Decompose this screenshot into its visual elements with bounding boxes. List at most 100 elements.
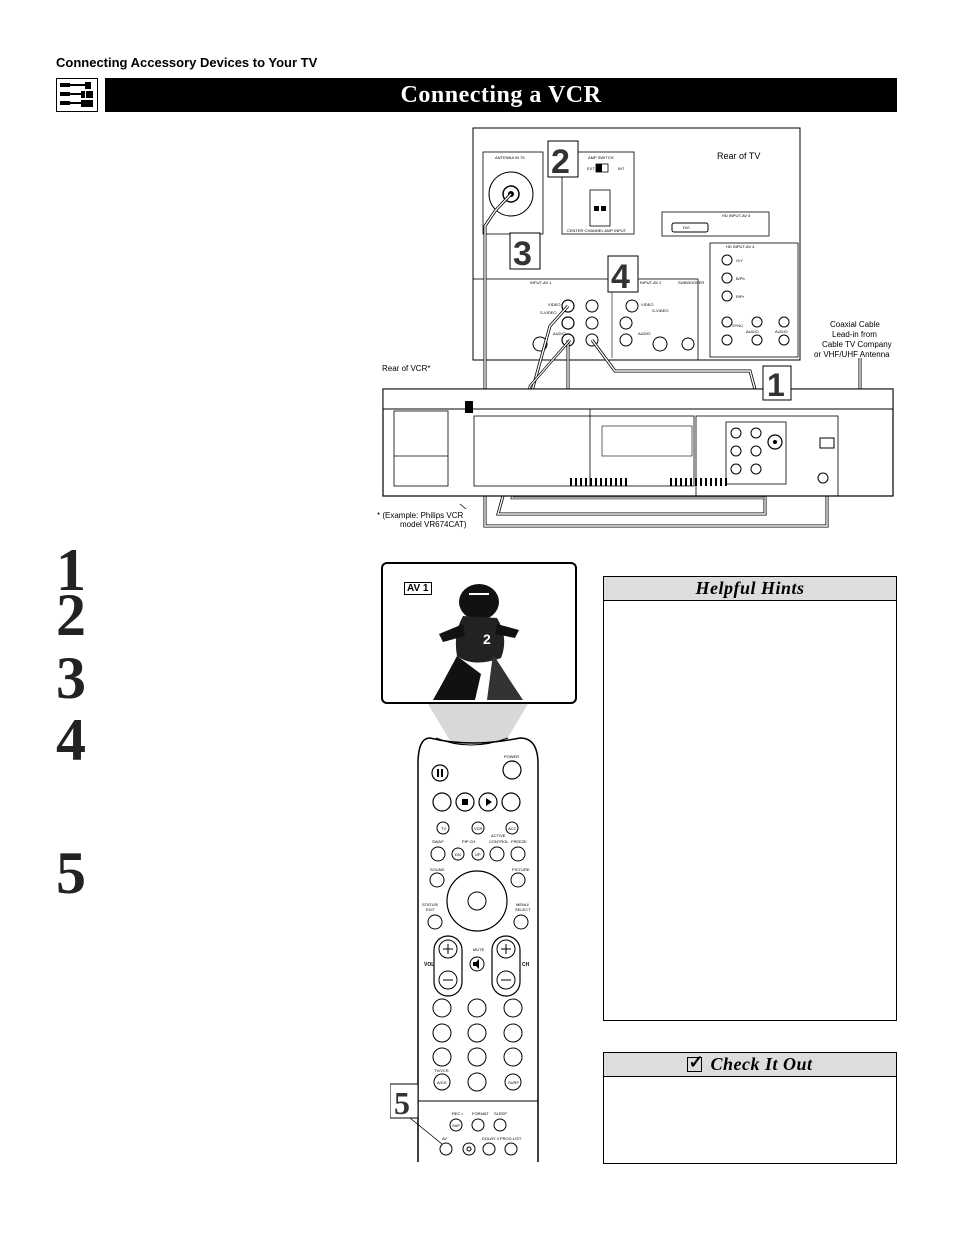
ir-beam-graphic bbox=[428, 704, 528, 744]
tv-screen-illustration: AV 1 2 bbox=[381, 562, 577, 704]
svg-text:A/CH: A/CH bbox=[437, 1080, 447, 1085]
svg-text:CH: CH bbox=[522, 962, 530, 968]
pip-ch-up-button[interactable] bbox=[471, 847, 485, 861]
svg-text:PIP CH: PIP CH bbox=[462, 839, 475, 844]
svg-text:SUBWOOFER: SUBWOOFER bbox=[678, 280, 704, 285]
svg-text:VOL: VOL bbox=[424, 962, 434, 968]
svg-text:POWER: POWER bbox=[504, 754, 519, 759]
acc-button[interactable] bbox=[505, 821, 519, 835]
svg-text:DOLBY V: DOLBY V bbox=[482, 1136, 500, 1141]
svg-text:HD INPUT-AV 5: HD INPUT-AV 5 bbox=[722, 213, 751, 218]
rear-tv-label: Rear of TV bbox=[717, 151, 760, 161]
svg-text:* (Example: Philips VCR: * (Example: Philips VCR bbox=[377, 511, 463, 520]
vcr-button[interactable] bbox=[471, 821, 485, 835]
step-number-1: 1 bbox=[56, 537, 86, 603]
callout-5: 5 bbox=[390, 1083, 419, 1121]
callout-2: 2 bbox=[547, 140, 579, 181]
svg-text:ACC: ACC bbox=[508, 826, 517, 831]
svg-text:SWAP: SWAP bbox=[432, 839, 444, 844]
svg-text:R/Pr: R/Pr bbox=[736, 294, 745, 299]
svg-text:AUDIO: AUDIO bbox=[638, 331, 651, 336]
svg-text:Cable TV Company: Cable TV Company bbox=[822, 340, 892, 349]
svg-text:B/Pb: B/Pb bbox=[736, 276, 745, 281]
sound-button[interactable] bbox=[429, 872, 445, 888]
svg-text:2: 2 bbox=[551, 143, 570, 181]
svg-text:MENU/: MENU/ bbox=[516, 902, 530, 907]
svg-text:SURF: SURF bbox=[508, 1080, 519, 1085]
svg-text:DVI: DVI bbox=[683, 225, 690, 230]
tv-button[interactable] bbox=[436, 821, 450, 835]
swap-button[interactable] bbox=[430, 846, 446, 862]
picture-button[interactable] bbox=[510, 872, 526, 888]
svg-text:EXIT: EXIT bbox=[426, 907, 435, 912]
svg-text:Rear of VCR*: Rear of VCR* bbox=[382, 364, 430, 373]
svg-text:4: 4 bbox=[611, 258, 630, 296]
av-button[interactable] bbox=[439, 1142, 453, 1156]
sleep-button[interactable] bbox=[493, 1118, 507, 1132]
svg-text:Lead-in from: Lead-in from bbox=[832, 330, 877, 339]
power-button[interactable] bbox=[502, 760, 522, 780]
svg-text:2: 2 bbox=[483, 631, 491, 647]
svg-text:AUDIO: AUDIO bbox=[746, 329, 759, 334]
remote-control: POWER TV VCR ACC SWAP PIP CH ACTIVE CONT… bbox=[390, 737, 539, 1162]
svg-text:INT: INT bbox=[618, 166, 625, 171]
check-it-out-title: Check It Out bbox=[710, 1054, 813, 1074]
pip-ch-down-button[interactable] bbox=[451, 847, 465, 861]
active-control-button[interactable] bbox=[489, 846, 505, 862]
svg-text:SLEEP: SLEEP bbox=[494, 1111, 507, 1116]
check-it-out-box: Check It Out bbox=[603, 1052, 897, 1164]
svg-text:ANTENNA IN 75: ANTENNA IN 75 bbox=[495, 155, 525, 160]
rec-sap-button[interactable] bbox=[449, 1118, 463, 1132]
svg-text:or VHF/UHF Antenna: or VHF/UHF Antenna bbox=[814, 350, 890, 359]
svg-text:STATUS/: STATUS/ bbox=[422, 902, 439, 907]
svg-text:ACTIVE: ACTIVE bbox=[491, 833, 506, 838]
svg-text:AUDIO: AUDIO bbox=[775, 329, 788, 334]
svg-text:REC •: REC • bbox=[452, 1111, 464, 1116]
svg-text:model VR674CAT): model VR674CAT) bbox=[400, 520, 467, 529]
callout-1: 1 bbox=[762, 365, 792, 403]
svg-text:VCR: VCR bbox=[474, 826, 483, 831]
svg-text:SOUND: SOUND bbox=[430, 867, 445, 872]
format-button[interactable] bbox=[471, 1118, 485, 1132]
svg-text:FORMAT: FORMAT bbox=[472, 1111, 489, 1116]
svg-text:1: 1 bbox=[767, 367, 785, 403]
svg-text:UP: UP bbox=[475, 852, 481, 857]
svg-text:EXT: EXT bbox=[587, 166, 595, 171]
step-number-5: 5 bbox=[56, 840, 86, 906]
svg-text:TV: TV bbox=[441, 826, 446, 831]
checkbox-icon bbox=[687, 1052, 704, 1073]
svg-text:G/Y: G/Y bbox=[736, 258, 743, 263]
pause-button[interactable] bbox=[431, 764, 449, 782]
svg-text:VIDEO: VIDEO bbox=[548, 302, 560, 307]
ok-button[interactable] bbox=[467, 891, 487, 911]
freeze-button[interactable] bbox=[510, 846, 526, 862]
svg-text:DN: DN bbox=[455, 852, 461, 857]
check-it-out-header: Check It Out bbox=[604, 1052, 896, 1077]
menu-select-button[interactable] bbox=[513, 914, 529, 930]
svg-text:CONTROL: CONTROL bbox=[489, 839, 509, 844]
svg-text:INPUT-AV 1: INPUT-AV 1 bbox=[530, 280, 552, 285]
svg-text:AUDIO: AUDIO bbox=[553, 331, 566, 336]
svg-text:PICTURE: PICTURE bbox=[512, 867, 530, 872]
step-number-2: 2 bbox=[56, 582, 86, 648]
svg-text:SYNC: SYNC bbox=[732, 323, 743, 328]
rewind-button[interactable] bbox=[432, 792, 452, 812]
svg-text:MUTE: MUTE bbox=[473, 947, 485, 952]
dolby-button[interactable] bbox=[482, 1142, 496, 1156]
cable-tab-icon bbox=[56, 78, 98, 112]
callout-4: 4 bbox=[607, 255, 639, 296]
svg-text:SELECT: SELECT bbox=[515, 907, 531, 912]
svg-text:5: 5 bbox=[394, 1085, 410, 1121]
svg-text:CENTER CHANNEL AMP INPUT: CENTER CHANNEL AMP INPUT bbox=[567, 228, 627, 233]
svg-text:SAP: SAP bbox=[452, 1123, 460, 1128]
helpful-hints-title: Helpful Hints bbox=[604, 577, 896, 601]
vcr-connection-diagram: Rear of TV ANTENNA IN 75 AMP SWITCH EXT … bbox=[377, 127, 894, 529]
section-heading: Connecting Accessory Devices to Your TV bbox=[56, 55, 318, 70]
callout-3: 3 bbox=[509, 232, 541, 273]
svg-text:S-VIDEO: S-VIDEO bbox=[652, 308, 668, 313]
fast-forward-button[interactable] bbox=[501, 792, 521, 812]
step-number-3: 3 bbox=[56, 645, 86, 711]
prog-list-button[interactable] bbox=[504, 1142, 518, 1156]
status-exit-button[interactable] bbox=[427, 914, 443, 930]
svg-text:AMP SWITCH: AMP SWITCH bbox=[588, 155, 614, 160]
